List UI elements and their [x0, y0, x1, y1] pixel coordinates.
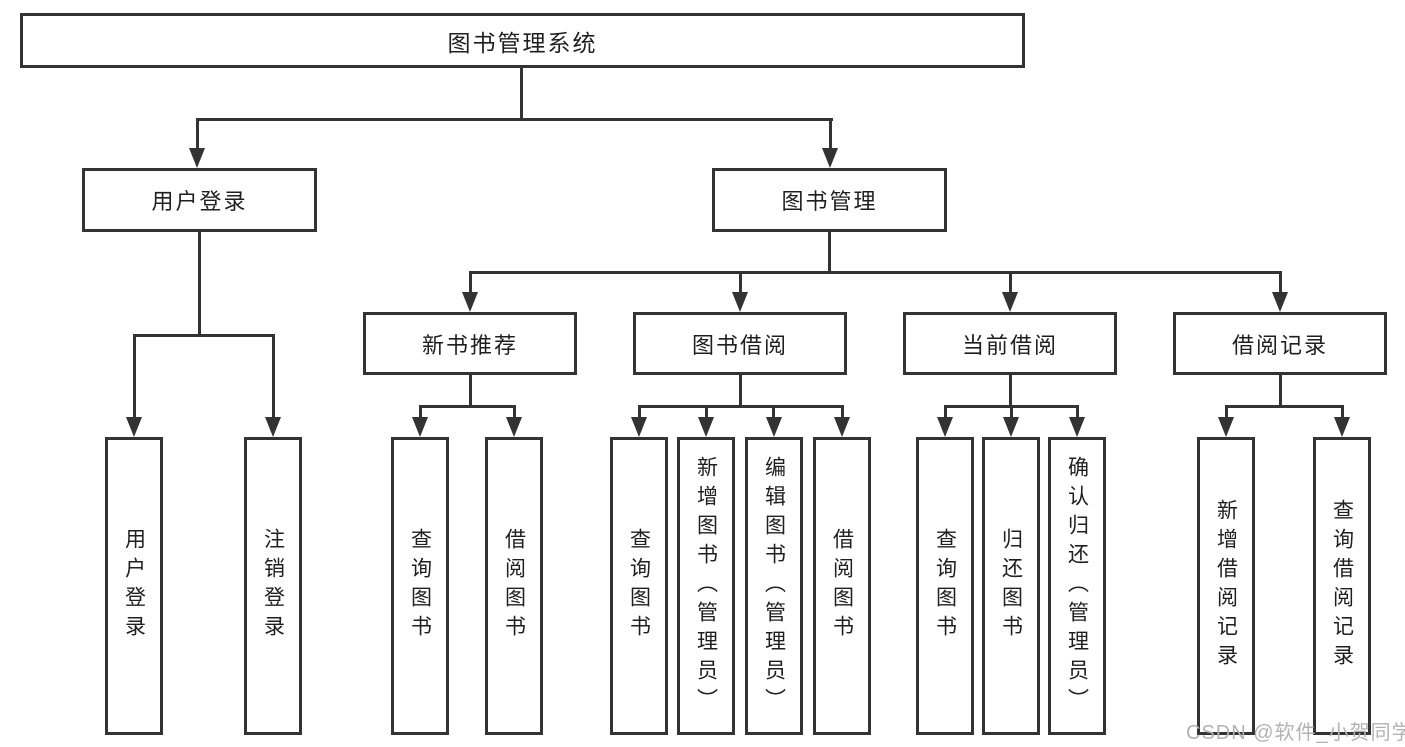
arrowhead-down-icon	[822, 148, 838, 168]
node-current-borrowing: 当前借阅	[903, 312, 1117, 375]
connector-line	[1279, 271, 1282, 295]
connector-line	[1009, 271, 1012, 295]
connector-line	[739, 375, 742, 408]
connector-line	[1279, 375, 1282, 408]
connector-line	[772, 405, 775, 420]
connector-line	[841, 405, 844, 420]
connector-line	[638, 405, 844, 408]
leaf-label: 查询借阅记录	[1330, 499, 1354, 673]
leaf-search-books-recommendation: 查询图书	[391, 437, 449, 735]
leaf-label: 借阅图书	[830, 528, 854, 644]
connector-line	[705, 405, 708, 420]
arrowhead-down-icon	[265, 417, 281, 437]
connector-line	[944, 405, 947, 420]
arrowhead-down-icon	[1002, 292, 1018, 312]
node-new-book-recommendation: 新书推荐	[363, 312, 577, 375]
connector-line	[196, 118, 833, 121]
connector-line	[739, 271, 742, 295]
arrowhead-down-icon	[1272, 292, 1288, 312]
connector-line	[828, 232, 831, 274]
arrowhead-down-icon	[766, 417, 782, 437]
connector-line	[419, 405, 516, 408]
connector-line	[196, 118, 199, 152]
connector-line	[133, 334, 136, 419]
leaf-label: 新增借阅记录	[1214, 499, 1238, 673]
connector-line	[469, 375, 472, 408]
connector-line	[198, 232, 201, 337]
leaf-borrow-books-recommendation: 借阅图书	[485, 437, 543, 735]
arrowhead-down-icon	[834, 417, 850, 437]
leaf-user-login: 用户登录	[105, 437, 163, 735]
arrowhead-down-icon	[462, 292, 478, 312]
leaf-label: 注销登录	[261, 528, 285, 644]
leaf-label: 新增图书（管理员）	[694, 455, 718, 717]
node-borrowing-records: 借阅记录	[1173, 312, 1387, 375]
connector-line	[272, 334, 275, 419]
connector-line	[1225, 405, 1344, 408]
leaf-add-books-admin: 新增图书（管理员）	[677, 437, 735, 735]
leaf-label: 查询图书	[933, 528, 957, 644]
connector-line	[1009, 375, 1012, 408]
leaf-label: 编辑图书（管理员）	[762, 455, 786, 717]
leaf-label: 借阅图书	[502, 528, 526, 644]
connector-line	[1010, 405, 1013, 420]
leaf-label: 确认归还（管理员）	[1065, 455, 1089, 717]
leaf-return-books: 归还图书	[982, 437, 1040, 735]
node-book-borrowing: 图书借阅	[633, 312, 847, 375]
csdn-watermark: CSDN @软件_小贺同学	[1186, 722, 1405, 744]
leaf-label: 查询图书	[627, 528, 651, 644]
connector-line	[513, 405, 516, 420]
arrowhead-down-icon	[412, 417, 428, 437]
leaf-search-books-borrowing: 查询图书	[610, 437, 668, 735]
connector-line	[133, 334, 275, 337]
node-book-management: 图书管理	[712, 168, 947, 232]
connector-line	[829, 118, 832, 152]
leaf-search-borrow-record: 查询借阅记录	[1313, 437, 1371, 735]
arrowhead-down-icon	[937, 417, 953, 437]
arrowhead-down-icon	[189, 148, 205, 168]
connector-line	[1341, 405, 1344, 420]
leaf-borrow-books: 借阅图书	[813, 437, 871, 735]
connector-line	[469, 271, 472, 295]
arrowhead-down-icon	[126, 417, 142, 437]
leaf-add-borrow-record: 新增借阅记录	[1197, 437, 1255, 735]
leaf-label: 归还图书	[999, 528, 1023, 644]
arrowhead-down-icon	[1218, 417, 1234, 437]
connector-line	[419, 405, 422, 420]
arrowhead-down-icon	[732, 292, 748, 312]
arrowhead-down-icon	[1003, 417, 1019, 437]
leaf-label: 查询图书	[408, 528, 432, 644]
leaf-edit-books-admin: 编辑图书（管理员）	[745, 437, 803, 735]
connector-line	[1225, 405, 1228, 420]
connector-line	[520, 68, 523, 121]
leaf-label: 用户登录	[122, 528, 146, 644]
leaf-confirm-return-admin: 确认归还（管理员）	[1048, 437, 1106, 735]
arrowhead-down-icon	[506, 417, 522, 437]
connector-line	[1076, 405, 1079, 420]
node-library-management-system: 图书管理系统	[20, 13, 1025, 68]
arrowhead-down-icon	[1069, 417, 1085, 437]
arrowhead-down-icon	[631, 417, 647, 437]
arrowhead-down-icon	[698, 417, 714, 437]
connector-line	[638, 405, 641, 420]
leaf-search-books-current: 查询图书	[916, 437, 974, 735]
connector-line	[469, 271, 1282, 274]
leaf-logout: 注销登录	[244, 437, 302, 735]
arrowhead-down-icon	[1334, 417, 1350, 437]
node-user-login: 用户登录	[82, 168, 317, 232]
